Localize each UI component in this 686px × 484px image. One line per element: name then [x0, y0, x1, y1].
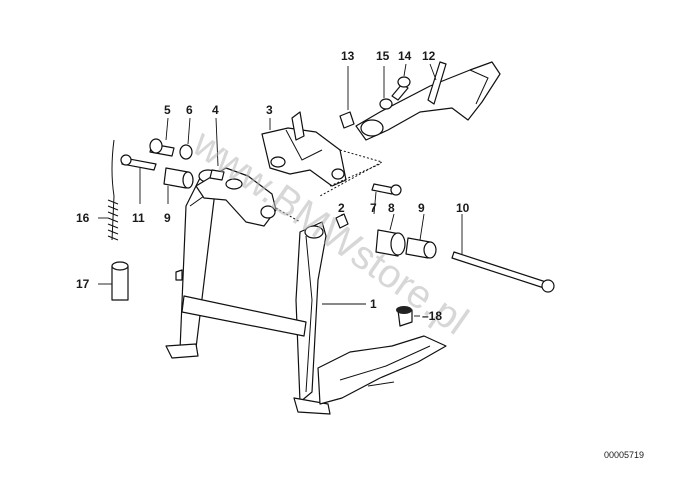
callout-13: 13: [341, 49, 355, 63]
washer-left: [179, 144, 193, 160]
return-spring: [107, 139, 119, 241]
callout-12: 12: [422, 49, 436, 63]
leader-lines: [98, 63, 463, 317]
callout-5: 5: [164, 103, 171, 117]
callout-4: 4: [212, 103, 219, 117]
grease-nipple: [335, 213, 349, 229]
callout-3: 3: [266, 103, 273, 117]
callout-7: 7: [370, 201, 377, 215]
callout-15: 15: [376, 49, 390, 63]
callout-17: 17: [76, 277, 90, 291]
callout-1: 1: [370, 297, 377, 311]
callout-6: 6: [186, 103, 193, 117]
callout-18: –18: [422, 309, 442, 323]
alignment-lines: [275, 149, 384, 223]
bolt-short: [391, 76, 411, 101]
pivot-bolt-long: [451, 251, 555, 293]
callout-11: 11: [132, 211, 145, 225]
bushing-left: [163, 167, 194, 189]
callout-16: 16: [76, 211, 90, 225]
catalog-number: 00005719: [604, 450, 644, 460]
callout-9-right: 9: [418, 201, 425, 215]
washer-upper: [379, 98, 393, 110]
bushing-large: [375, 229, 406, 257]
callout-9-left: 9: [164, 211, 171, 225]
callout-14: 14: [398, 49, 412, 63]
sleeve-part: [339, 111, 355, 129]
mount-bracket-left: [195, 167, 277, 227]
rubber-buffer: [396, 306, 413, 327]
bushing-right: [405, 237, 437, 259]
callout-labels: 13 15 14 12 3 5 6 4 16 11 9 2 7 8 9 10 1…: [76, 49, 470, 323]
callout-2: 2: [338, 201, 345, 215]
bolt-long: [120, 154, 157, 171]
spring-sleeve: [111, 261, 129, 301]
callout-8: 8: [388, 201, 395, 215]
pedal-arm: [355, 61, 501, 141]
center-stand-frame: [165, 169, 447, 415]
mount-bracket-upper: [261, 111, 347, 187]
callout-10: 10: [456, 201, 470, 215]
bolt-right: [371, 183, 402, 196]
bolt-medium: [149, 138, 175, 157]
